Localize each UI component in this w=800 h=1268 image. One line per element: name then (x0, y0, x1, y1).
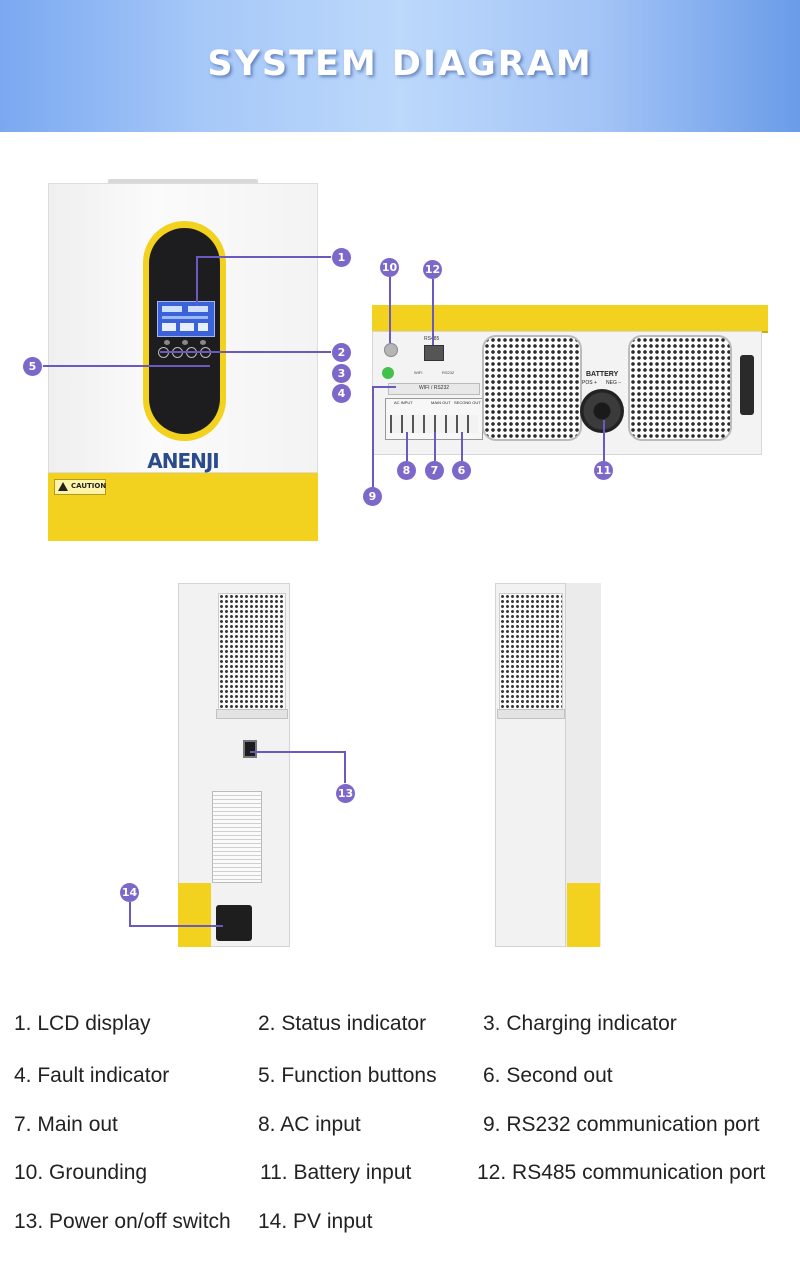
function-button-3 (186, 347, 197, 358)
callout-7: 7 (425, 461, 444, 480)
leader-10 (389, 277, 391, 343)
wifi-rs232-label: WIFI / RS232 (419, 385, 450, 391)
spec-label (212, 791, 262, 883)
side-yellow-block-left (178, 883, 211, 947)
leader-8 (406, 432, 408, 461)
battery-input-gland (580, 389, 624, 433)
caution-label: CAUTION (54, 479, 106, 495)
callout-3: 3 (332, 364, 351, 383)
legend-item-2: 2. Status indicator (258, 1012, 427, 1035)
side-yellow-block-right (567, 883, 600, 947)
legend-item-4: 4. Fault indicator (14, 1064, 170, 1087)
legend-item-10: 10. Grounding (14, 1161, 148, 1184)
leader-7 (434, 432, 436, 461)
callout-12: 12 (423, 260, 442, 279)
callout-2: 2 (332, 343, 351, 362)
legend-item-8: 8. AC input (258, 1113, 361, 1136)
rs485-port (424, 345, 444, 361)
battery-neg-label: NEG − (606, 380, 622, 386)
rs232-port-plate: WIFI / RS232 (388, 383, 480, 395)
inverter-left-side-view (178, 583, 290, 947)
callout-1: 1 (332, 248, 351, 267)
main-out-label: MAIN OUT (431, 400, 451, 405)
fault-indicator-led (200, 340, 206, 345)
function-button-1 (158, 347, 169, 358)
vent-bracket-left (216, 709, 288, 719)
callout-13: 13 (336, 784, 355, 803)
inverter-front-view: CAUTION ANENJI (48, 179, 318, 541)
callout-5: 5 (23, 357, 42, 376)
mounting-flange (108, 179, 258, 185)
callout-11: 11 (594, 461, 613, 480)
callout-8: 8 (397, 461, 416, 480)
inverter-right-side-view (495, 583, 601, 947)
leader-13-h (250, 751, 344, 753)
grounding-screw (384, 343, 398, 357)
second-out-label: SECOND OUT (454, 400, 481, 405)
callout-4: 4 (332, 384, 351, 403)
legend-item-7: 7. Main out (14, 1113, 118, 1136)
inverter-bottom-view: RS485 WIFI RS232 WIFI / RS232 AC INPUT M… (370, 305, 770, 455)
legend-item-1: 1. LCD display (14, 1012, 151, 1035)
legend-item-12: 12. RS485 communication port (477, 1161, 766, 1184)
leader-9-h (372, 386, 396, 388)
page-title: SYSTEM DIAGRAM (207, 44, 593, 84)
leader-9 (372, 386, 374, 487)
leader-1-drop (196, 256, 198, 306)
left-fan-grille (482, 335, 582, 441)
leader-13-v (344, 751, 346, 784)
legend-item-14: 14. PV input (258, 1210, 373, 1233)
brand-text: ANENJI (147, 449, 219, 473)
leader-6 (461, 432, 463, 461)
legend-item-6: 6. Second out (483, 1064, 613, 1087)
leader-14-v (129, 902, 131, 926)
charging-indicator-led (182, 340, 188, 345)
legend-item-3: 3. Charging indicator (483, 1012, 677, 1035)
leader-11 (603, 420, 605, 461)
leader-14-h (129, 925, 223, 927)
rs232-label: RS232 (442, 370, 455, 375)
side-vent-left (218, 593, 286, 713)
legend-item-11: 11. Battery input (260, 1161, 412, 1184)
legend-item-5: 5. Function buttons (258, 1064, 437, 1087)
callout-9: 9 (363, 487, 382, 506)
ac-input-label: AC INPUT (394, 400, 413, 405)
leader-2 (160, 351, 332, 353)
battery-pos-label: POS + (582, 380, 597, 386)
green-indicator (382, 367, 394, 379)
function-button-4 (200, 347, 211, 358)
leader-5 (42, 365, 210, 367)
header-banner: SYSTEM DIAGRAM (0, 0, 800, 132)
legend-item-13: 13. Power on/off switch (14, 1210, 231, 1233)
wifi-label: WIFI (414, 370, 423, 375)
battery-label: BATTERY (586, 371, 619, 378)
brand-logo: ANENJI (143, 449, 223, 473)
callout-10: 10 (380, 258, 399, 277)
function-button-2 (172, 347, 183, 358)
warning-triangle-icon (58, 482, 68, 491)
leader-12 (432, 279, 434, 345)
right-fan-grille (628, 335, 732, 441)
side-vent-right (499, 593, 563, 713)
power-switch (243, 740, 257, 758)
rs485-label: RS485 (424, 336, 439, 342)
caution-text: CAUTION (71, 482, 107, 490)
vent-bracket-right (497, 709, 565, 719)
status-indicator-led (164, 340, 170, 345)
callout-14: 14 (120, 883, 139, 902)
pv-input-terminals (216, 905, 252, 941)
lcd-display (157, 301, 215, 337)
legend-item-9: 9. RS232 communication port (483, 1113, 760, 1136)
callout-6: 6 (452, 461, 471, 480)
side-connector (740, 355, 754, 415)
leader-1 (196, 256, 332, 258)
